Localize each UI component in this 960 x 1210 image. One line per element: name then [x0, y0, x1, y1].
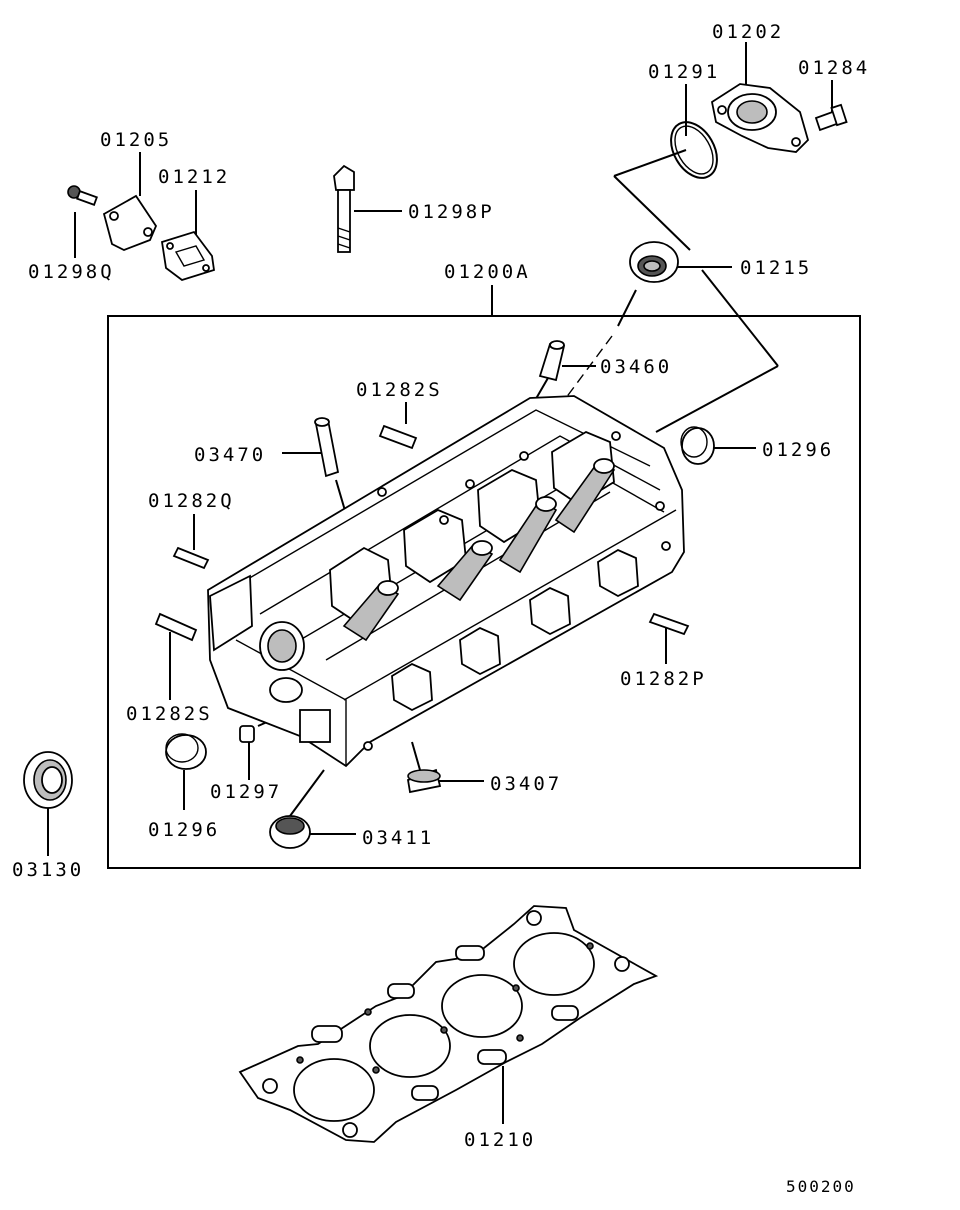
part-01282S-stud-top — [378, 424, 418, 450]
label-01200A: 01200A — [444, 261, 531, 283]
part-03407-seal — [406, 768, 442, 794]
part-01200A-cylinder-head — [207, 395, 685, 768]
label-01282S-left: 01282S — [126, 703, 213, 725]
part-01298P-long-bolt — [333, 164, 355, 253]
part-01282Q-stud — [172, 546, 210, 570]
part-01282P-stud — [648, 612, 690, 636]
label-01282S-top: 01282S — [356, 379, 443, 401]
label-03130: 03130 — [12, 859, 84, 881]
label-01210: 01210 — [464, 1129, 536, 1151]
label-01297: 01297 — [210, 781, 282, 803]
label-01205: 01205 — [100, 129, 172, 151]
label-01298P: 01298P — [408, 201, 495, 223]
part-01296-plug-left — [165, 733, 207, 770]
label-01284: 01284 — [798, 57, 870, 79]
label-03411: 03411 — [362, 827, 434, 849]
label-01215: 01215 — [740, 257, 812, 279]
assembly-frame — [107, 315, 861, 869]
part-01212-gasket — [160, 230, 215, 281]
part-01205-cover-plate — [102, 194, 158, 251]
label-01298Q: 01298Q — [28, 261, 115, 283]
label-01296-right: 01296 — [762, 439, 834, 461]
label-01291: 01291 — [648, 61, 720, 83]
label-01282P: 01282P — [620, 668, 707, 690]
part-01298Q-bolt — [67, 185, 98, 206]
part-01215-oil-seal — [629, 241, 679, 283]
label-03460: 03460 — [600, 356, 672, 378]
part-03130-oil-seal — [23, 751, 73, 809]
label-01296-left: 01296 — [148, 819, 220, 841]
figure-number: 500200 — [786, 1177, 856, 1196]
part-01202-housing — [710, 83, 810, 153]
part-01296-plug-right — [680, 426, 715, 465]
label-01202: 01202 — [712, 21, 784, 43]
part-01284-bolt — [814, 103, 848, 132]
label-03470: 03470 — [194, 444, 266, 466]
part-01291-o-ring — [670, 121, 718, 179]
label-01282Q: 01282Q — [148, 490, 235, 512]
part-01282S-stud-left — [154, 612, 198, 642]
part-03470-dowel — [314, 417, 340, 478]
part-03411-seal — [269, 815, 311, 849]
part-03460-tube — [538, 340, 566, 382]
part-01210-head-gasket — [238, 905, 659, 1143]
label-01212: 01212 — [158, 166, 230, 188]
label-03407: 03407 — [490, 773, 562, 795]
part-01297-pin — [239, 725, 255, 743]
